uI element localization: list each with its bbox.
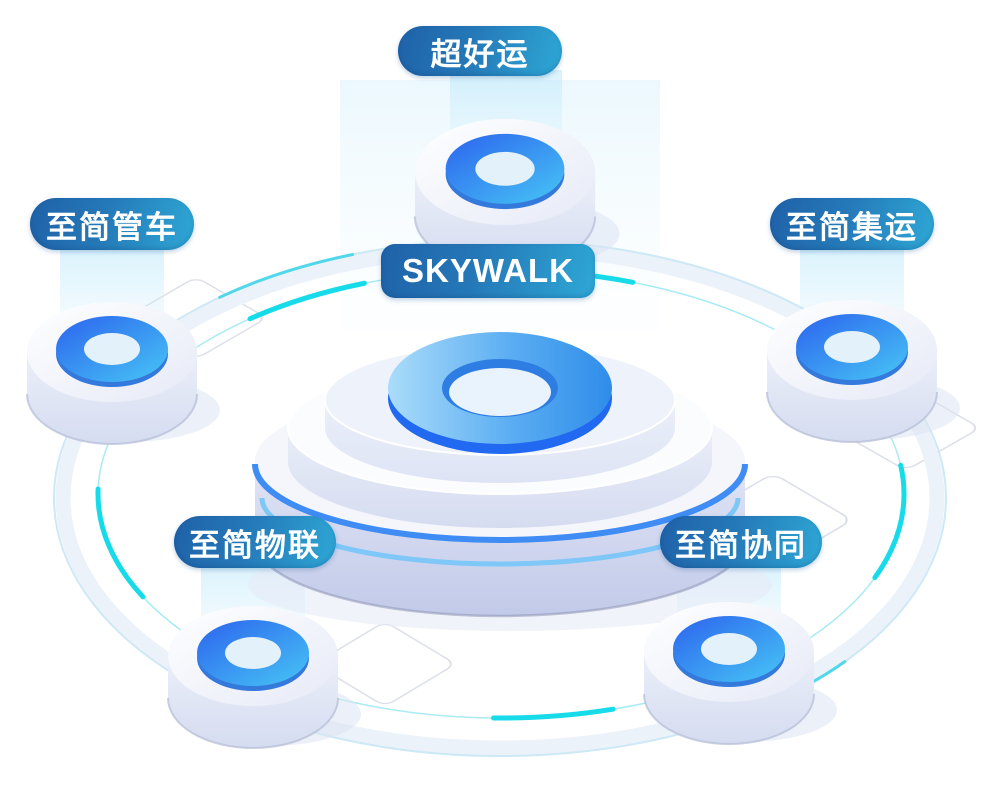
- badge-label: 至简管车: [46, 209, 178, 245]
- node-disc-bottom-right: [643, 601, 838, 745]
- badge-zhijian-guanche[interactable]: 至简管车: [30, 198, 194, 250]
- badge-chaohaoyun[interactable]: 超好运: [398, 26, 562, 76]
- badge-zhijian-wulian[interactable]: 至简物联: [174, 516, 336, 568]
- badge-skywalk[interactable]: SKYWALK: [381, 244, 595, 298]
- node-disc-right: [766, 299, 961, 443]
- badge-label: 至简集运: [786, 209, 918, 245]
- badge-label: 超好运: [430, 36, 530, 72]
- platform-torus-icon: [388, 332, 612, 454]
- badge-zhijian-xietong[interactable]: 至简协同: [660, 516, 822, 568]
- node-disc-bottom-left: [167, 605, 362, 749]
- platform-disc: [248, 332, 772, 631]
- badge-zhijian-jiyun[interactable]: 至简集运: [770, 198, 934, 250]
- badge-label: 至简物联: [189, 527, 321, 563]
- badge-label: 至简协同: [675, 527, 807, 563]
- badge-label: SKYWALK: [402, 252, 574, 289]
